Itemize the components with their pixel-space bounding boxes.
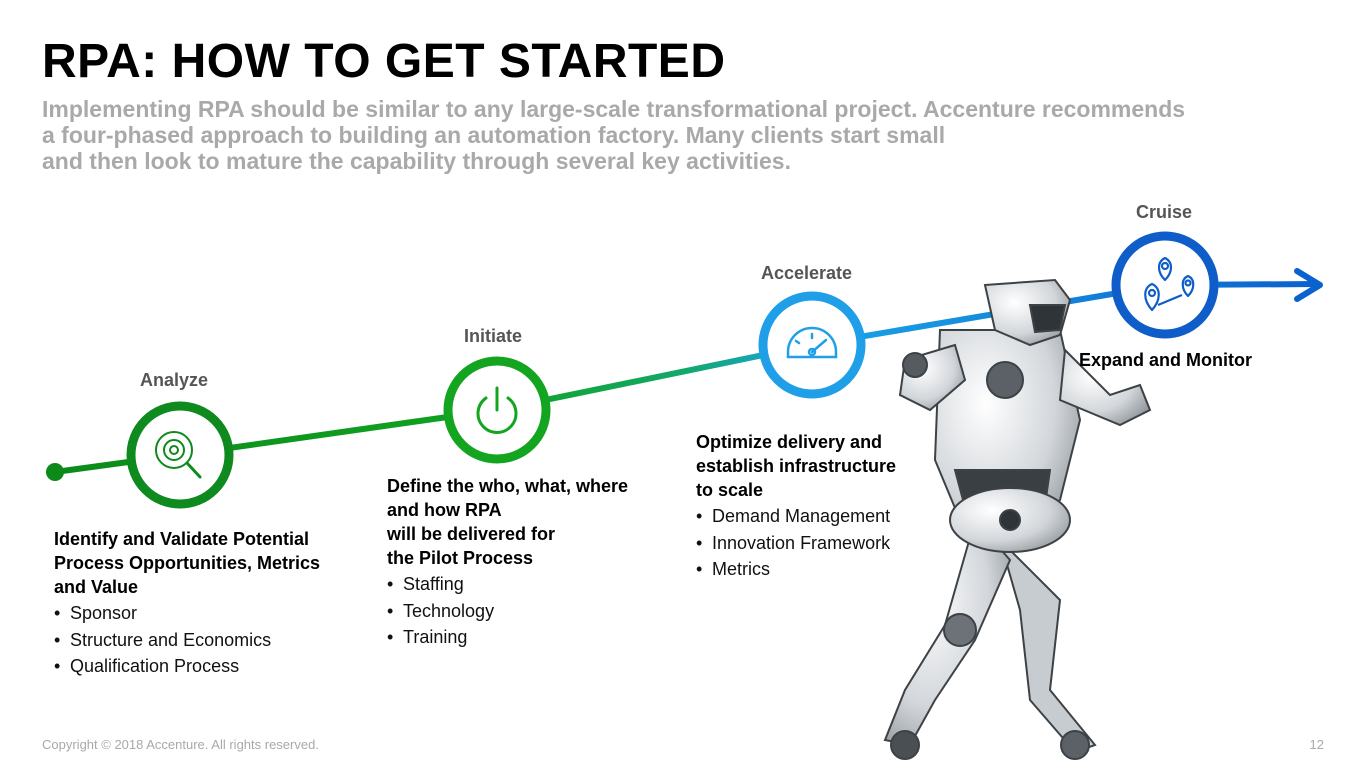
bullet-list-initiate: Staffing Technology Training	[387, 571, 494, 651]
footer-copyright: Copyright © 2018 Accenture. All rights r…	[42, 737, 319, 752]
phase-label-analyze: Analyze	[140, 370, 209, 390]
description-line: and how RPA	[387, 500, 502, 520]
subtitle-line: and then look to mature the capability t…	[42, 148, 791, 174]
description-line: Optimize delivery and	[696, 432, 883, 452]
description-line: and Value	[54, 577, 139, 597]
description-line: Process Opportunities, Metrics	[54, 553, 321, 573]
phase-node-accelerate	[758, 291, 866, 399]
gear-magnifier-icon	[155, 431, 202, 479]
roadmap-start-dot	[46, 463, 64, 481]
subtitle-line: a four-phased approach to building an au…	[42, 122, 946, 148]
description-line: Identify and Validate Potential	[54, 529, 310, 549]
running-robot-illustration	[883, 278, 1152, 760]
description-line: Expand and Monitor	[1079, 350, 1252, 370]
phase-description-analyze: Identify and Validate Potential Process …	[54, 527, 320, 599]
phase-description-initiate: Define the who, what, where and how RPA …	[387, 474, 628, 570]
list-item: Structure and Economics	[54, 627, 271, 654]
phase-node-analyze	[126, 401, 234, 509]
bullet-list-analyze: Sponsor Structure and Economics Qualific…	[54, 600, 271, 680]
slide-subtitle: Implementing RPA should be similar to an…	[42, 96, 1342, 174]
description-line: to scale	[696, 480, 764, 500]
page-number: 12	[1309, 737, 1324, 752]
phase-description-accelerate: Optimize delivery and establish infrastr…	[696, 430, 896, 502]
phase-description-cruise: Expand and Monitor	[1079, 348, 1252, 372]
phase-label-cruise: Cruise	[1136, 202, 1193, 222]
description-line: will be delivered for	[387, 524, 556, 544]
map-pins-icon	[1144, 256, 1195, 312]
list-item: Sponsor	[54, 600, 271, 627]
list-item: Qualification Process	[54, 653, 271, 680]
subtitle-line: Implementing RPA should be similar to an…	[42, 96, 1186, 122]
description-line: establish infrastructure	[696, 456, 897, 476]
list-item: Metrics	[696, 556, 890, 583]
arrow-head-icon	[1294, 268, 1323, 302]
description-line: Define the who, what, where	[387, 476, 629, 496]
slide-title: RPA: HOW TO GET STARTED	[42, 35, 726, 88]
phase-label-initiate: Initiate	[464, 326, 523, 346]
power-icon	[476, 386, 518, 434]
list-item: Innovation Framework	[696, 530, 890, 557]
bullet-list-accelerate: Demand Management Innovation Framework M…	[696, 503, 890, 583]
list-item: Training	[387, 624, 494, 651]
speedometer-icon	[786, 326, 838, 359]
phase-node-initiate	[443, 356, 551, 464]
description-line: the Pilot Process	[387, 548, 534, 568]
phase-label-accelerate: Accelerate	[761, 263, 853, 283]
list-item: Demand Management	[696, 503, 890, 530]
phase-node-cruise	[1111, 231, 1219, 339]
list-item: Technology	[387, 598, 494, 625]
list-item: Staffing	[387, 571, 494, 598]
